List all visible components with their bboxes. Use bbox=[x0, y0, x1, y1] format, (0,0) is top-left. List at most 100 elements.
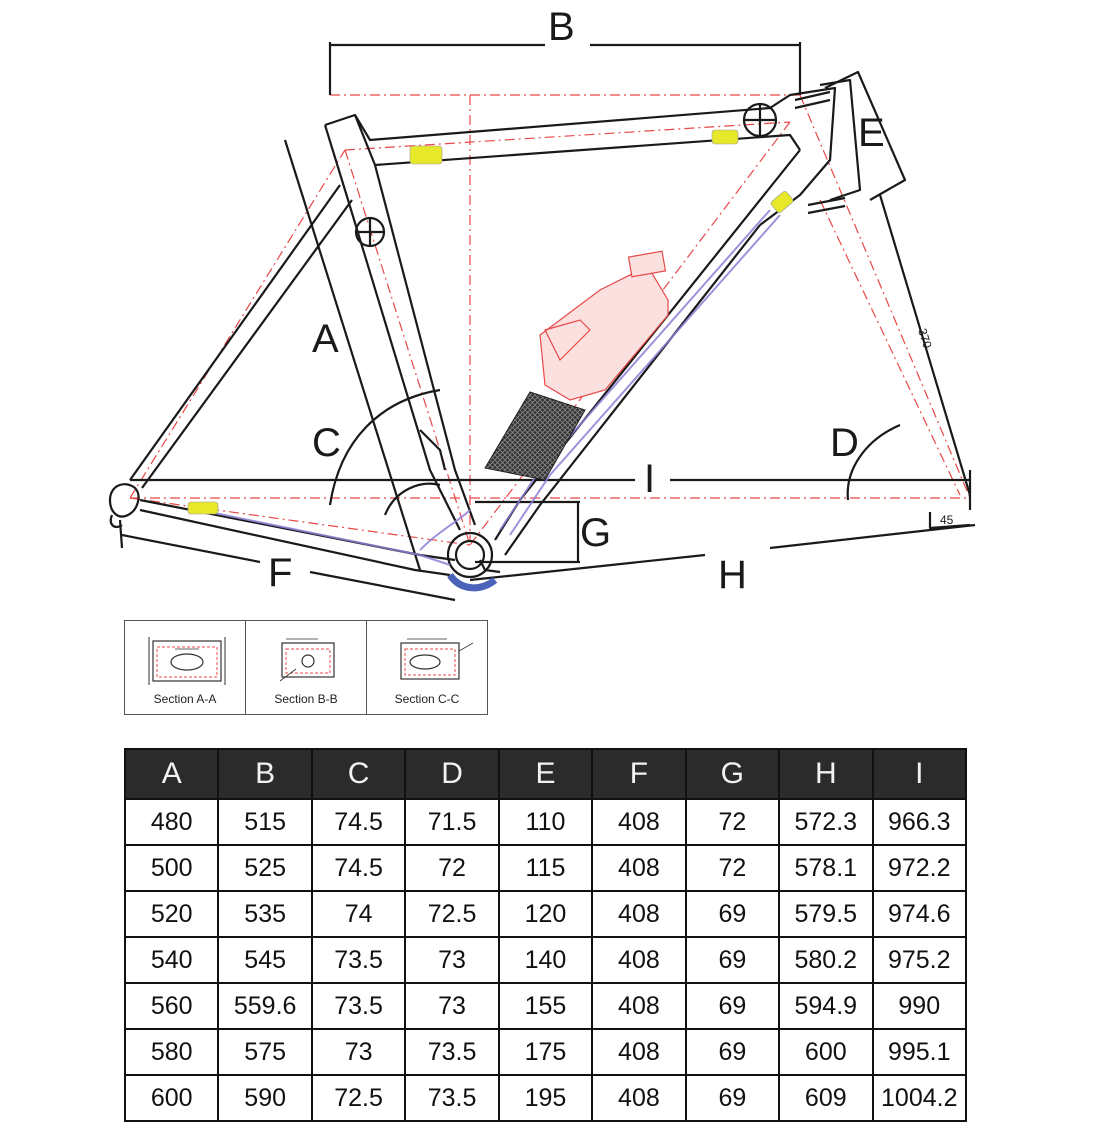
cable-routing bbox=[199, 209, 781, 566]
table-cell: 972.2 bbox=[871, 844, 967, 892]
table-header-cell: E bbox=[497, 748, 594, 800]
table-cell: 559.6 bbox=[217, 982, 313, 1030]
dim-label-b: B bbox=[548, 5, 575, 49]
table-cell: 408 bbox=[591, 1028, 687, 1076]
table-cell: 72.5 bbox=[404, 890, 500, 938]
table-cell: 590 bbox=[217, 1074, 313, 1122]
table-cell: 73.5 bbox=[404, 1074, 500, 1122]
table-cell: 572.3 bbox=[778, 798, 874, 846]
table-cell: 72 bbox=[404, 844, 500, 892]
bottom-bracket-shell bbox=[447, 572, 498, 592]
table-cell: 575 bbox=[217, 1028, 313, 1076]
table-cell: 175 bbox=[497, 1028, 594, 1076]
table-cell: 72 bbox=[684, 798, 781, 846]
table-cell: 69 bbox=[684, 1028, 781, 1076]
table-header-cell: F bbox=[591, 748, 687, 800]
table-cell: 408 bbox=[591, 798, 687, 846]
table-cell: 73 bbox=[310, 1028, 407, 1076]
section-a-box: Section A-A bbox=[125, 621, 246, 714]
section-b-box: Section B-B bbox=[246, 621, 367, 714]
bottle-icon bbox=[539, 250, 669, 401]
dim-label-d: D bbox=[830, 421, 859, 465]
table-cell: 115 bbox=[497, 844, 594, 892]
table-cell: 525 bbox=[217, 844, 313, 892]
dim-label-i: I bbox=[644, 457, 655, 501]
table-cell: 408 bbox=[591, 936, 687, 984]
table-cell: 73 bbox=[404, 936, 500, 984]
table-cell: 73.5 bbox=[310, 982, 407, 1030]
table-cell: 120 bbox=[497, 890, 594, 938]
table-cell: 408 bbox=[591, 890, 687, 938]
table-cell: 408 bbox=[591, 1074, 687, 1122]
table-cell: 73 bbox=[404, 982, 500, 1030]
table-header-cell: D bbox=[404, 748, 500, 800]
section-b-icon bbox=[279, 638, 335, 682]
table-cell: 73.5 bbox=[404, 1028, 500, 1076]
table-cell: 69 bbox=[684, 936, 781, 984]
section-b-label: Section B-B bbox=[274, 692, 338, 706]
table-header-cell: I bbox=[871, 748, 967, 800]
dim-label-e: E bbox=[858, 111, 885, 155]
table-header-cell: A bbox=[123, 748, 220, 800]
section-c-icon bbox=[400, 638, 474, 680]
table-cell: 600 bbox=[123, 1074, 220, 1122]
section-c-label: Section C-C bbox=[394, 692, 460, 706]
dim-label-g: G bbox=[580, 511, 611, 555]
table-cell: 545 bbox=[217, 936, 313, 984]
cable-port-highlights bbox=[187, 129, 794, 515]
table-cell: 480 bbox=[123, 798, 220, 846]
table-cell: 500 bbox=[123, 844, 220, 892]
table-cell: 609 bbox=[778, 1074, 874, 1122]
table-cell: 71.5 bbox=[404, 798, 500, 846]
table-header-cell: B bbox=[217, 748, 313, 800]
table-cell: 580.2 bbox=[778, 936, 874, 984]
table-cell: 540 bbox=[123, 936, 220, 984]
seatstay-length-label: 370 bbox=[915, 327, 935, 351]
table-header-cell: G bbox=[684, 748, 781, 800]
table-cell: 975.2 bbox=[871, 936, 967, 984]
table-cell: 155 bbox=[497, 982, 594, 1030]
table-cell: 600 bbox=[778, 1028, 874, 1076]
dim-label-a: A bbox=[312, 317, 339, 361]
table-cell: 69 bbox=[684, 982, 781, 1030]
table-cell: 72.5 bbox=[310, 1074, 407, 1122]
table-cell: 995.1 bbox=[871, 1028, 967, 1076]
table-cell: 74.5 bbox=[310, 798, 407, 846]
table-cell: 1004.2 bbox=[871, 1074, 967, 1122]
frame-geometry-diagram: B E A C D I G H F 370 45 bbox=[108, 5, 976, 602]
section-a-label: Section A-A bbox=[153, 692, 217, 706]
table-cell: 69 bbox=[684, 1074, 781, 1122]
section-views: Section A-A Section B-B Section C-C bbox=[124, 620, 488, 715]
table-cell: 594.9 bbox=[778, 982, 874, 1030]
table-cell: 73.5 bbox=[310, 936, 407, 984]
table-cell: 515 bbox=[217, 798, 313, 846]
section-a-icon bbox=[148, 637, 226, 685]
table-cell: 578.1 bbox=[778, 844, 874, 892]
dim-label-c: C bbox=[312, 421, 341, 465]
table-cell: 990 bbox=[871, 982, 967, 1030]
table-cell: 195 bbox=[497, 1074, 594, 1122]
table-cell: 74 bbox=[310, 890, 407, 938]
table-cell: 579.5 bbox=[778, 890, 874, 938]
table-cell: 408 bbox=[591, 844, 687, 892]
table-header-cell: C bbox=[310, 748, 407, 800]
table-cell: 140 bbox=[497, 936, 594, 984]
table-cell: 974.6 bbox=[871, 890, 967, 938]
table-cell: 535 bbox=[217, 890, 313, 938]
table-cell: 966.3 bbox=[871, 798, 967, 846]
dim-label-f: F bbox=[268, 551, 292, 595]
carbon-patch bbox=[484, 391, 586, 481]
table-cell: 110 bbox=[497, 798, 594, 846]
chainstay-drop-label: 45 bbox=[940, 513, 954, 527]
section-c-box: Section C-C bbox=[367, 621, 487, 714]
table-cell: 408 bbox=[591, 982, 687, 1030]
table-cell: 560 bbox=[123, 982, 220, 1030]
centerline-construction bbox=[129, 94, 971, 546]
